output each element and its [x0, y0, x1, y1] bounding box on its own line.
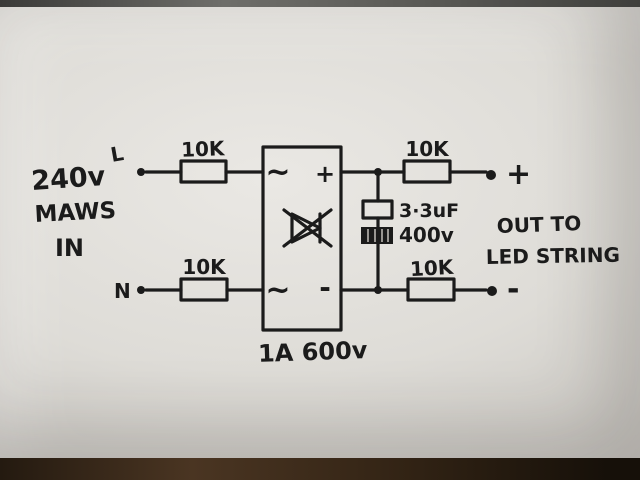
- output-minus-label: -: [507, 272, 519, 307]
- neutral-terminal-dot: [137, 286, 145, 294]
- resistor-in-bottom: [179, 277, 229, 302]
- resistor-out-bottom: [406, 277, 456, 302]
- junction-dot-top: [374, 168, 382, 176]
- resistor-in-top: [179, 159, 228, 184]
- dc-negative-rail: 10K -: [339, 255, 519, 307]
- smoothing-capacitor: 3·3uF 400v: [361, 174, 459, 288]
- neutral-input-rail: 10K: [137, 255, 265, 302]
- output-plus-terminal-dot: [486, 170, 496, 180]
- table-edge-bottom: [0, 458, 640, 480]
- bridge-dc-minus-label: -: [319, 271, 331, 304]
- output-text-line1: OUT TO: [496, 211, 581, 238]
- capacitor-value-label: 3·3uF: [399, 200, 459, 222]
- capacitor-body-top: [361, 199, 394, 220]
- output-plus-label: +: [506, 157, 531, 192]
- bridge-dc-plus-label: +: [315, 160, 335, 188]
- table-edge-top: [0, 0, 640, 7]
- neutral-terminal-label: N: [114, 279, 131, 303]
- output-text-line2: LED STRING: [486, 243, 620, 269]
- crossed-diode-symbol: [282, 208, 333, 248]
- diode-triangle: [290, 212, 322, 244]
- capacitor-hatching: [367, 229, 389, 242]
- bridge-rectifier: ~ + ~ - 1A 600v: [258, 145, 369, 368]
- live-input-rail: 10K: [137, 136, 265, 184]
- bridge-rating-label: 1A 600v: [258, 336, 369, 368]
- input-labels: 240v MAWS IN L N: [30, 141, 130, 303]
- live-terminal-dot: [137, 168, 145, 176]
- cross-out-x: [282, 208, 333, 248]
- dc-positive-rail: 10K +: [339, 137, 531, 192]
- input-direction-label: IN: [55, 234, 84, 262]
- capacitor-voltage-label: 400v: [399, 223, 454, 247]
- junction-dot-bottom: [374, 286, 382, 294]
- output-minus-terminal-dot: [487, 286, 497, 296]
- bridge-body: [261, 145, 343, 332]
- resistor-in-top-label: 10K: [181, 136, 227, 162]
- input-source-label: MAWS: [34, 198, 117, 228]
- resistor-out-top: [402, 159, 452, 184]
- resistor-out-top-label: 10K: [405, 137, 450, 161]
- live-terminal-label: L: [109, 141, 126, 167]
- resistor-out-bottom-label: 10K: [409, 255, 455, 281]
- output-labels: OUT TO LED STRING: [486, 211, 620, 269]
- bridge-ac-bottom-label: ~: [265, 273, 290, 308]
- resistor-in-bottom-label: 10K: [182, 255, 227, 279]
- bridge-ac-top-label: ~: [265, 155, 290, 190]
- input-voltage-label: 240v: [30, 161, 106, 197]
